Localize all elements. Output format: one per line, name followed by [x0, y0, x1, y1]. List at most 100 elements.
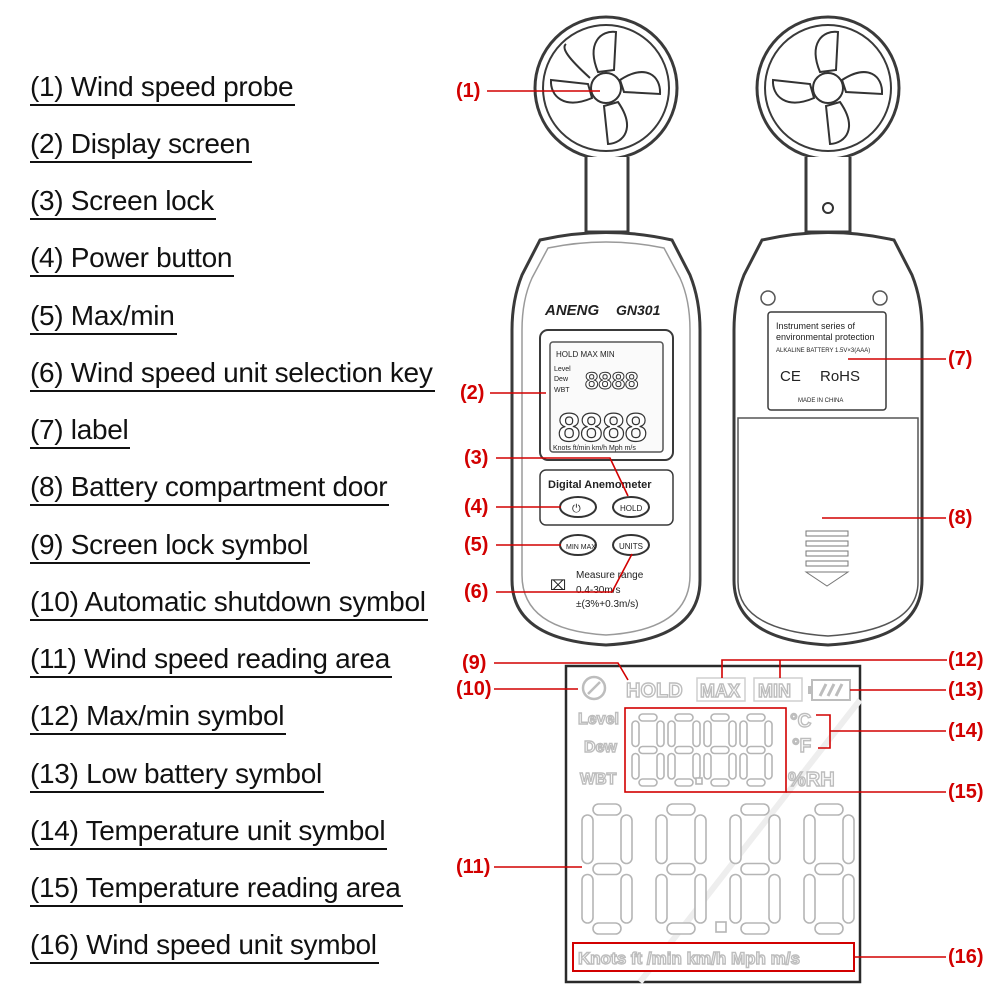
- legend-item-14: (14) Temperature unit symbol: [30, 814, 388, 850]
- lcd-segment: [710, 713, 730, 722]
- back-label-line1: Instrument series of: [776, 321, 856, 331]
- mini-lcd-level: Level: [554, 366, 571, 373]
- legend-item-7: (7) label: [30, 413, 131, 449]
- minmax-button-label: MIN MAX: [566, 544, 596, 551]
- lcd-level-label: Level: [578, 711, 619, 728]
- lcd-segment: [803, 873, 816, 924]
- lcd-segment: [655, 873, 668, 924]
- lcd-fahrenheit-symbol: °F: [792, 736, 811, 757]
- battery-door-latch-icon: [804, 530, 850, 587]
- back-screw-icon: [822, 202, 834, 214]
- legend-item-16: (16) Wind speed unit symbol: [30, 928, 379, 964]
- lcd-segment: [740, 862, 770, 876]
- low-battery-icon: [808, 679, 851, 701]
- lcd-segment: [667, 720, 676, 748]
- lcd-segment: [814, 922, 844, 935]
- range-title: Measure range: [576, 570, 644, 581]
- lcd-decimal-point: [695, 777, 703, 785]
- lcd-segment: [703, 752, 712, 780]
- lcd-segment: [694, 814, 707, 865]
- front-product-name: Digital Anemometer: [548, 479, 652, 491]
- callout-9: (9): [462, 652, 487, 674]
- lcd-segment: [667, 752, 676, 780]
- mini-lcd-top: HOLD MAX MIN: [556, 350, 615, 359]
- range-accuracy: ±(3%+0.3m/s): [576, 599, 638, 610]
- front-device: ANENG GN301 HOLD MAX MIN Level Dew WBT 8…: [510, 15, 702, 647]
- lcd-segment: [666, 922, 696, 935]
- callout-13: (13): [948, 679, 984, 701]
- lcd-segment: [764, 720, 773, 748]
- lcd-segment: [803, 814, 816, 865]
- back-label-battery: ALKALINE BATTERY 1.5V×3(AAA): [776, 348, 870, 354]
- back-fan-icon: [771, 30, 884, 146]
- ce-mark: CE: [780, 368, 801, 385]
- lcd-segment: [581, 873, 594, 924]
- legend-item-11: (11) Wind speed reading area: [30, 642, 392, 678]
- lcd-segment: [656, 752, 665, 780]
- legend-item-10: (10) Automatic shutdown symbol: [30, 585, 428, 621]
- callout-12: (12): [948, 649, 984, 671]
- lcd-segment: [746, 778, 766, 787]
- hold-button-label: HOLD: [620, 504, 642, 513]
- lcd-segment: [764, 752, 773, 780]
- callout-11: (11): [456, 856, 491, 878]
- lcd-segment: [740, 803, 770, 816]
- lcd-celsius-symbol: °C: [790, 711, 812, 732]
- callout-1: (1): [456, 80, 481, 102]
- lcd-segment: [620, 814, 633, 865]
- lcd-segment: [703, 720, 712, 748]
- hold-button[interactable]: [612, 496, 650, 518]
- lcd-wind-units: Knots ft /min km/h Mph m/s: [578, 949, 800, 968]
- lcd-decimal-point: [715, 921, 727, 933]
- lcd-segment: [581, 814, 594, 865]
- lcd-segment: [692, 720, 701, 748]
- lcd-max-symbol: MAX: [700, 681, 740, 701]
- recycle-bin-icon: ⌧: [550, 577, 566, 593]
- lcd-segment: [674, 713, 694, 722]
- lcd-segment: [814, 803, 844, 816]
- lcd-segment: [631, 752, 640, 780]
- callout-7: (7): [948, 348, 973, 370]
- front-fan-icon: [549, 30, 662, 146]
- legend-item-2: (2) Display screen: [30, 127, 253, 163]
- back-label-line2: environmental protection: [776, 332, 875, 342]
- legend-item-3: (3) Screen lock: [30, 184, 216, 220]
- callout-5: (5): [464, 534, 489, 556]
- callout-10: (10): [456, 678, 492, 700]
- lcd-segment: [746, 713, 766, 722]
- front-model: GN301: [616, 302, 661, 318]
- lcd-segment: [620, 873, 633, 924]
- lcd-segment: [768, 814, 781, 865]
- lcd-rh-symbol: %RH: [788, 769, 835, 791]
- lcd-units-box: [572, 942, 855, 972]
- callout-8: (8): [948, 507, 973, 529]
- callout-3: (3): [464, 447, 489, 469]
- lcd-segment: [674, 778, 694, 787]
- lcd-segment: [710, 778, 730, 787]
- lcd-segment: [729, 873, 742, 924]
- mini-lcd-wbt: WBT: [554, 387, 570, 394]
- lcd-segment: [592, 803, 622, 816]
- lcd-dew-label: Dew: [584, 739, 617, 756]
- callout-16: (16): [948, 946, 984, 968]
- lcd-segment: [710, 745, 730, 755]
- lcd-segment: [656, 720, 665, 748]
- range-value: 0.4-30m/s: [576, 585, 620, 596]
- callout-4: (4): [464, 496, 489, 518]
- legend-item-12: (12) Max/min symbol: [30, 699, 287, 735]
- lcd-segment: [739, 752, 748, 780]
- lcd-segment: [739, 720, 748, 748]
- mini-lcd-dew: Dew: [554, 376, 569, 383]
- lcd-segment: [655, 814, 668, 865]
- legend-item-6: (6) Wind speed unit selection key: [30, 356, 435, 392]
- lcd-segment: [592, 922, 622, 935]
- lcd-segment: [694, 873, 707, 924]
- units-button-label: UNITS: [619, 542, 643, 551]
- mini-lcd-units: Knots ft/min km/h Mph m/s: [553, 445, 636, 452]
- lcd-segment: [746, 745, 766, 755]
- lcd-hold-symbol: HOLD: [626, 680, 683, 702]
- legend-item-4: (4) Power button: [30, 241, 235, 277]
- lcd-segment: [674, 745, 694, 755]
- lcd-segment: [666, 862, 696, 876]
